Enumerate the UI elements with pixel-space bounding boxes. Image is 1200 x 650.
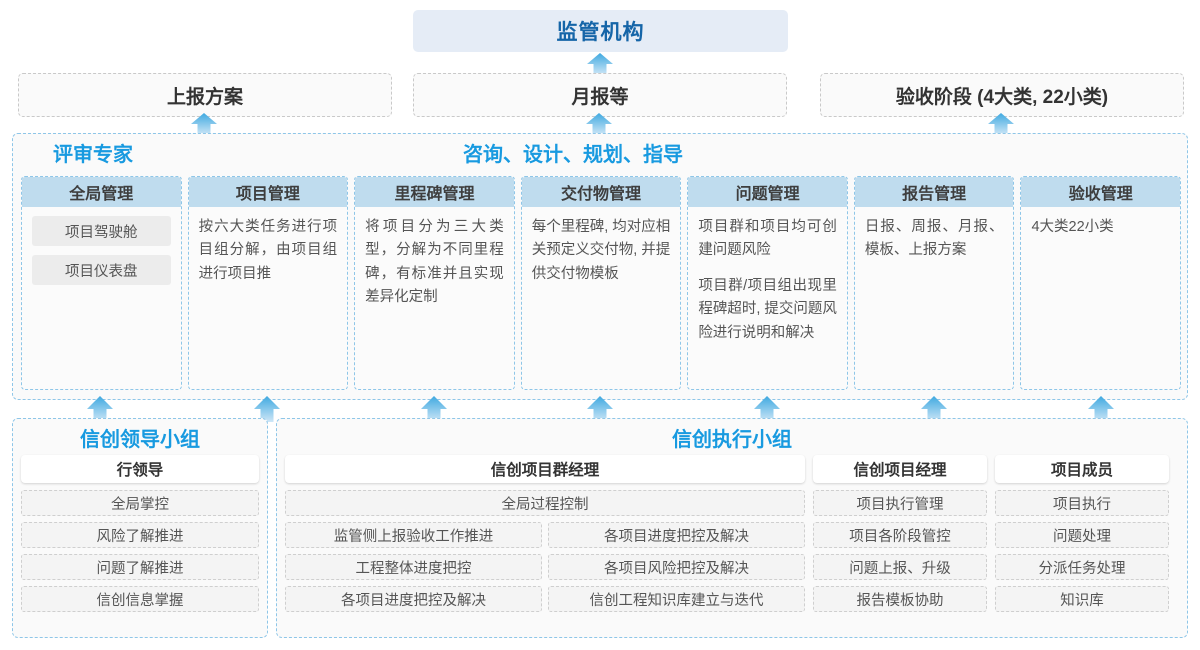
column-header: 问题管理 <box>688 177 847 207</box>
arrow-up-icon <box>586 113 612 135</box>
roles-row: 行领导 全局掌控 风险了解推进 问题了解推进 信创信息掌握 <box>21 455 259 612</box>
column-body: 将项目分为三大类型，分解为不同里程碑，有标准并且实现差异化定制 <box>355 207 514 389</box>
bottom-section: 信创领导小组 行领导 全局掌控 风险了解推进 问题了解推进 信创信息掌握 信创执… <box>12 418 1188 638</box>
role-item[interactable]: 信创工程知识库建立与迭代 <box>548 586 805 612</box>
arrow-up-icon <box>587 53 613 75</box>
role-item[interactable]: 知识库 <box>995 586 1169 612</box>
column-report-management[interactable]: 报告管理 日报、周报、月报、模板、上报方案 <box>853 176 1015 390</box>
role-item[interactable]: 各项目进度把控及解决 <box>548 522 805 548</box>
column-paragraph: 日报、周报、月报、模板、上报方案 <box>864 219 1004 259</box>
arrow-up-icon <box>254 396 280 422</box>
column-paragraph: 将项目分为三大类型，分解为不同里程碑，有标准并且实现差异化定制 <box>365 219 504 306</box>
role-header: 项目成员 <box>995 455 1169 483</box>
arrow-up-icon <box>988 113 1014 135</box>
role-bank-leader: 行领导 全局掌控 风险了解推进 问题了解推进 信创信息掌握 <box>21 455 259 612</box>
role-header: 信创项目经理 <box>813 455 987 483</box>
column-paragraph: 项目群和项目均可创建问题风险 <box>698 219 837 259</box>
panel-title-leadership-group: 信创领导小组 <box>80 429 200 451</box>
management-panel: 评审专家 咨询、设计、规划、指导 全局管理 项目驾驶舱 项目仪表盘 项目管理 按… <box>12 133 1188 400</box>
chip-item[interactable]: 项目驾驶舱 <box>32 216 171 246</box>
role-item[interactable]: 问题处理 <box>995 522 1169 548</box>
role-item[interactable]: 问题了解推进 <box>21 554 259 580</box>
arrow-band-to-regulator <box>0 53 1200 75</box>
role-item[interactable]: 问题上报、升级 <box>813 554 987 580</box>
column-milestone-management[interactable]: 里程碑管理 将项目分为三大类型，分解为不同里程碑，有标准并且实现差异化定制 <box>354 176 515 390</box>
role-header: 信创项目群经理 <box>285 455 805 483</box>
arrow-up-icon <box>1088 396 1114 422</box>
program-manager-grid: 监管侧上报验收工作推进 工程整体进度把控 各项目进度把控及解决 各项目进度把控及… <box>285 522 805 612</box>
role-header: 行领导 <box>21 455 259 483</box>
report-box-monthly: 月报等 <box>413 73 787 117</box>
role-item[interactable]: 监管侧上报验收工作推进 <box>285 522 542 548</box>
role-item[interactable]: 各项目进度把控及解决 <box>285 586 542 612</box>
panel-title-review-experts: 评审专家 <box>53 144 133 166</box>
arrow-up-icon <box>587 396 613 422</box>
arrow-up-icon <box>921 396 947 422</box>
column-issue-management[interactable]: 问题管理 项目群和项目均可创建问题风险 项目群/项目组出现里程碑超时, 提交问题… <box>687 176 848 390</box>
column-header: 全局管理 <box>22 177 181 207</box>
role-program-manager: 信创项目群经理 全局过程控制 监管侧上报验收工作推进 工程整体进度把控 各项目进… <box>285 455 805 612</box>
panel-title-consulting: 咨询、设计、规划、指导 <box>463 144 683 166</box>
column-paragraph: 项目群/项目组出现里程碑超时, 提交问题风险进行说明和解决 <box>698 277 837 341</box>
role-item[interactable]: 报告模板协助 <box>813 586 987 612</box>
report-row: 上报方案 月报等 验收阶段 (4大类, 22小类) <box>0 73 1200 117</box>
arrow-up-icon <box>191 113 217 135</box>
role-project-member: 项目成员 项目执行 问题处理 分派任务处理 知识库 <box>995 455 1169 612</box>
role-item[interactable]: 全局掌控 <box>21 490 259 516</box>
column-body: 每个里程碑, 均对应相关预定义交付物, 并提供交付物模板 <box>522 207 681 389</box>
column-body: 4大类22小类 <box>1021 207 1180 389</box>
program-manager-col-right: 各项目进度把控及解决 各项目风险把控及解决 信创工程知识库建立与迭代 <box>548 522 805 612</box>
column-paragraph: 按六大类任务进行项目组分解，由项目组进行项目推 <box>198 219 338 282</box>
column-header: 交付物管理 <box>521 177 681 207</box>
role-items: 全局过程控制 监管侧上报验收工作推进 工程整体进度把控 各项目进度把控及解决 各… <box>285 490 805 612</box>
column-body: 按六大类任务进行项目组分解，由项目组进行项目推 <box>189 207 348 389</box>
panel-leadership-group: 信创领导小组 行领导 全局掌控 风险了解推进 问题了解推进 信创信息掌握 <box>12 418 268 638</box>
column-paragraph: 每个里程碑, 均对应相关预定义交付物, 并提供交付物模板 <box>531 219 671 282</box>
role-item[interactable]: 项目执行 <box>995 490 1169 516</box>
panel-execution-group: 信创执行小组 信创项目群经理 全局过程控制 监管侧上报验收工作推进 工程整体进度… <box>276 418 1188 638</box>
role-items: 项目执行管理 项目各阶段管控 问题上报、升级 报告模板协助 <box>813 490 987 612</box>
column-global-management[interactable]: 全局管理 项目驾驶舱 项目仪表盘 <box>21 176 182 390</box>
program-manager-col-left: 监管侧上报验收工作推进 工程整体进度把控 各项目进度把控及解决 <box>285 522 542 612</box>
arrow-up-icon <box>87 396 113 422</box>
panel-title-execution-group: 信创执行小组 <box>672 429 792 451</box>
column-acceptance-management[interactable]: 验收管理 4大类22小类 <box>1020 176 1182 390</box>
role-project-manager: 信创项目经理 项目执行管理 项目各阶段管控 问题上报、升级 报告模板协助 <box>813 455 987 612</box>
chip-item[interactable]: 项目仪表盘 <box>32 255 171 285</box>
column-body: 项目群和项目均可创建问题风险 项目群/项目组出现里程碑超时, 提交问题风险进行说… <box>688 207 847 389</box>
roles-row: 信创项目群经理 全局过程控制 监管侧上报验收工作推进 工程整体进度把控 各项目进… <box>285 455 1179 612</box>
role-item[interactable]: 分派任务处理 <box>995 554 1169 580</box>
column-body: 日报、周报、月报、模板、上报方案 <box>855 207 1014 389</box>
column-header: 报告管理 <box>854 177 1014 207</box>
arrow-band-to-management <box>0 396 1200 422</box>
role-items: 项目执行 问题处理 分派任务处理 知识库 <box>995 490 1169 612</box>
report-box-acceptance: 验收阶段 (4大类, 22小类) <box>820 73 1184 117</box>
column-header: 项目管理 <box>188 177 348 207</box>
column-paragraph: 4大类22小类 <box>1031 219 1114 235</box>
column-header: 里程碑管理 <box>355 177 514 207</box>
report-box-plan: 上报方案 <box>18 73 392 117</box>
column-header: 验收管理 <box>1021 177 1181 207</box>
role-item[interactable]: 各项目风险把控及解决 <box>548 554 805 580</box>
management-panel-titles: 评审专家 咨询、设计、规划、指导 <box>13 134 1189 172</box>
role-item[interactable]: 项目执行管理 <box>813 490 987 516</box>
role-item[interactable]: 工程整体进度把控 <box>285 554 542 580</box>
role-item[interactable]: 信创信息掌握 <box>21 586 259 612</box>
arrow-band-to-reports <box>0 113 1200 135</box>
column-deliverable-management[interactable]: 交付物管理 每个里程碑, 均对应相关预定义交付物, 并提供交付物模板 <box>520 176 682 390</box>
column-project-management[interactable]: 项目管理 按六大类任务进行项目组分解，由项目组进行项目推 <box>187 176 349 390</box>
role-item[interactable]: 风险了解推进 <box>21 522 259 548</box>
role-item[interactable]: 项目各阶段管控 <box>813 522 987 548</box>
role-items: 全局掌控 风险了解推进 问题了解推进 信创信息掌握 <box>21 490 259 612</box>
management-columns: 全局管理 项目驾驶舱 项目仪表盘 项目管理 按六大类任务进行项目组分解，由项目组… <box>21 176 1182 390</box>
role-item-full[interactable]: 全局过程控制 <box>285 490 805 516</box>
arrow-up-icon <box>421 396 447 422</box>
arrow-up-icon <box>754 396 780 422</box>
column-body: 项目驾驶舱 项目仪表盘 <box>22 207 181 389</box>
regulator-box: 监管机构 <box>413 10 788 52</box>
